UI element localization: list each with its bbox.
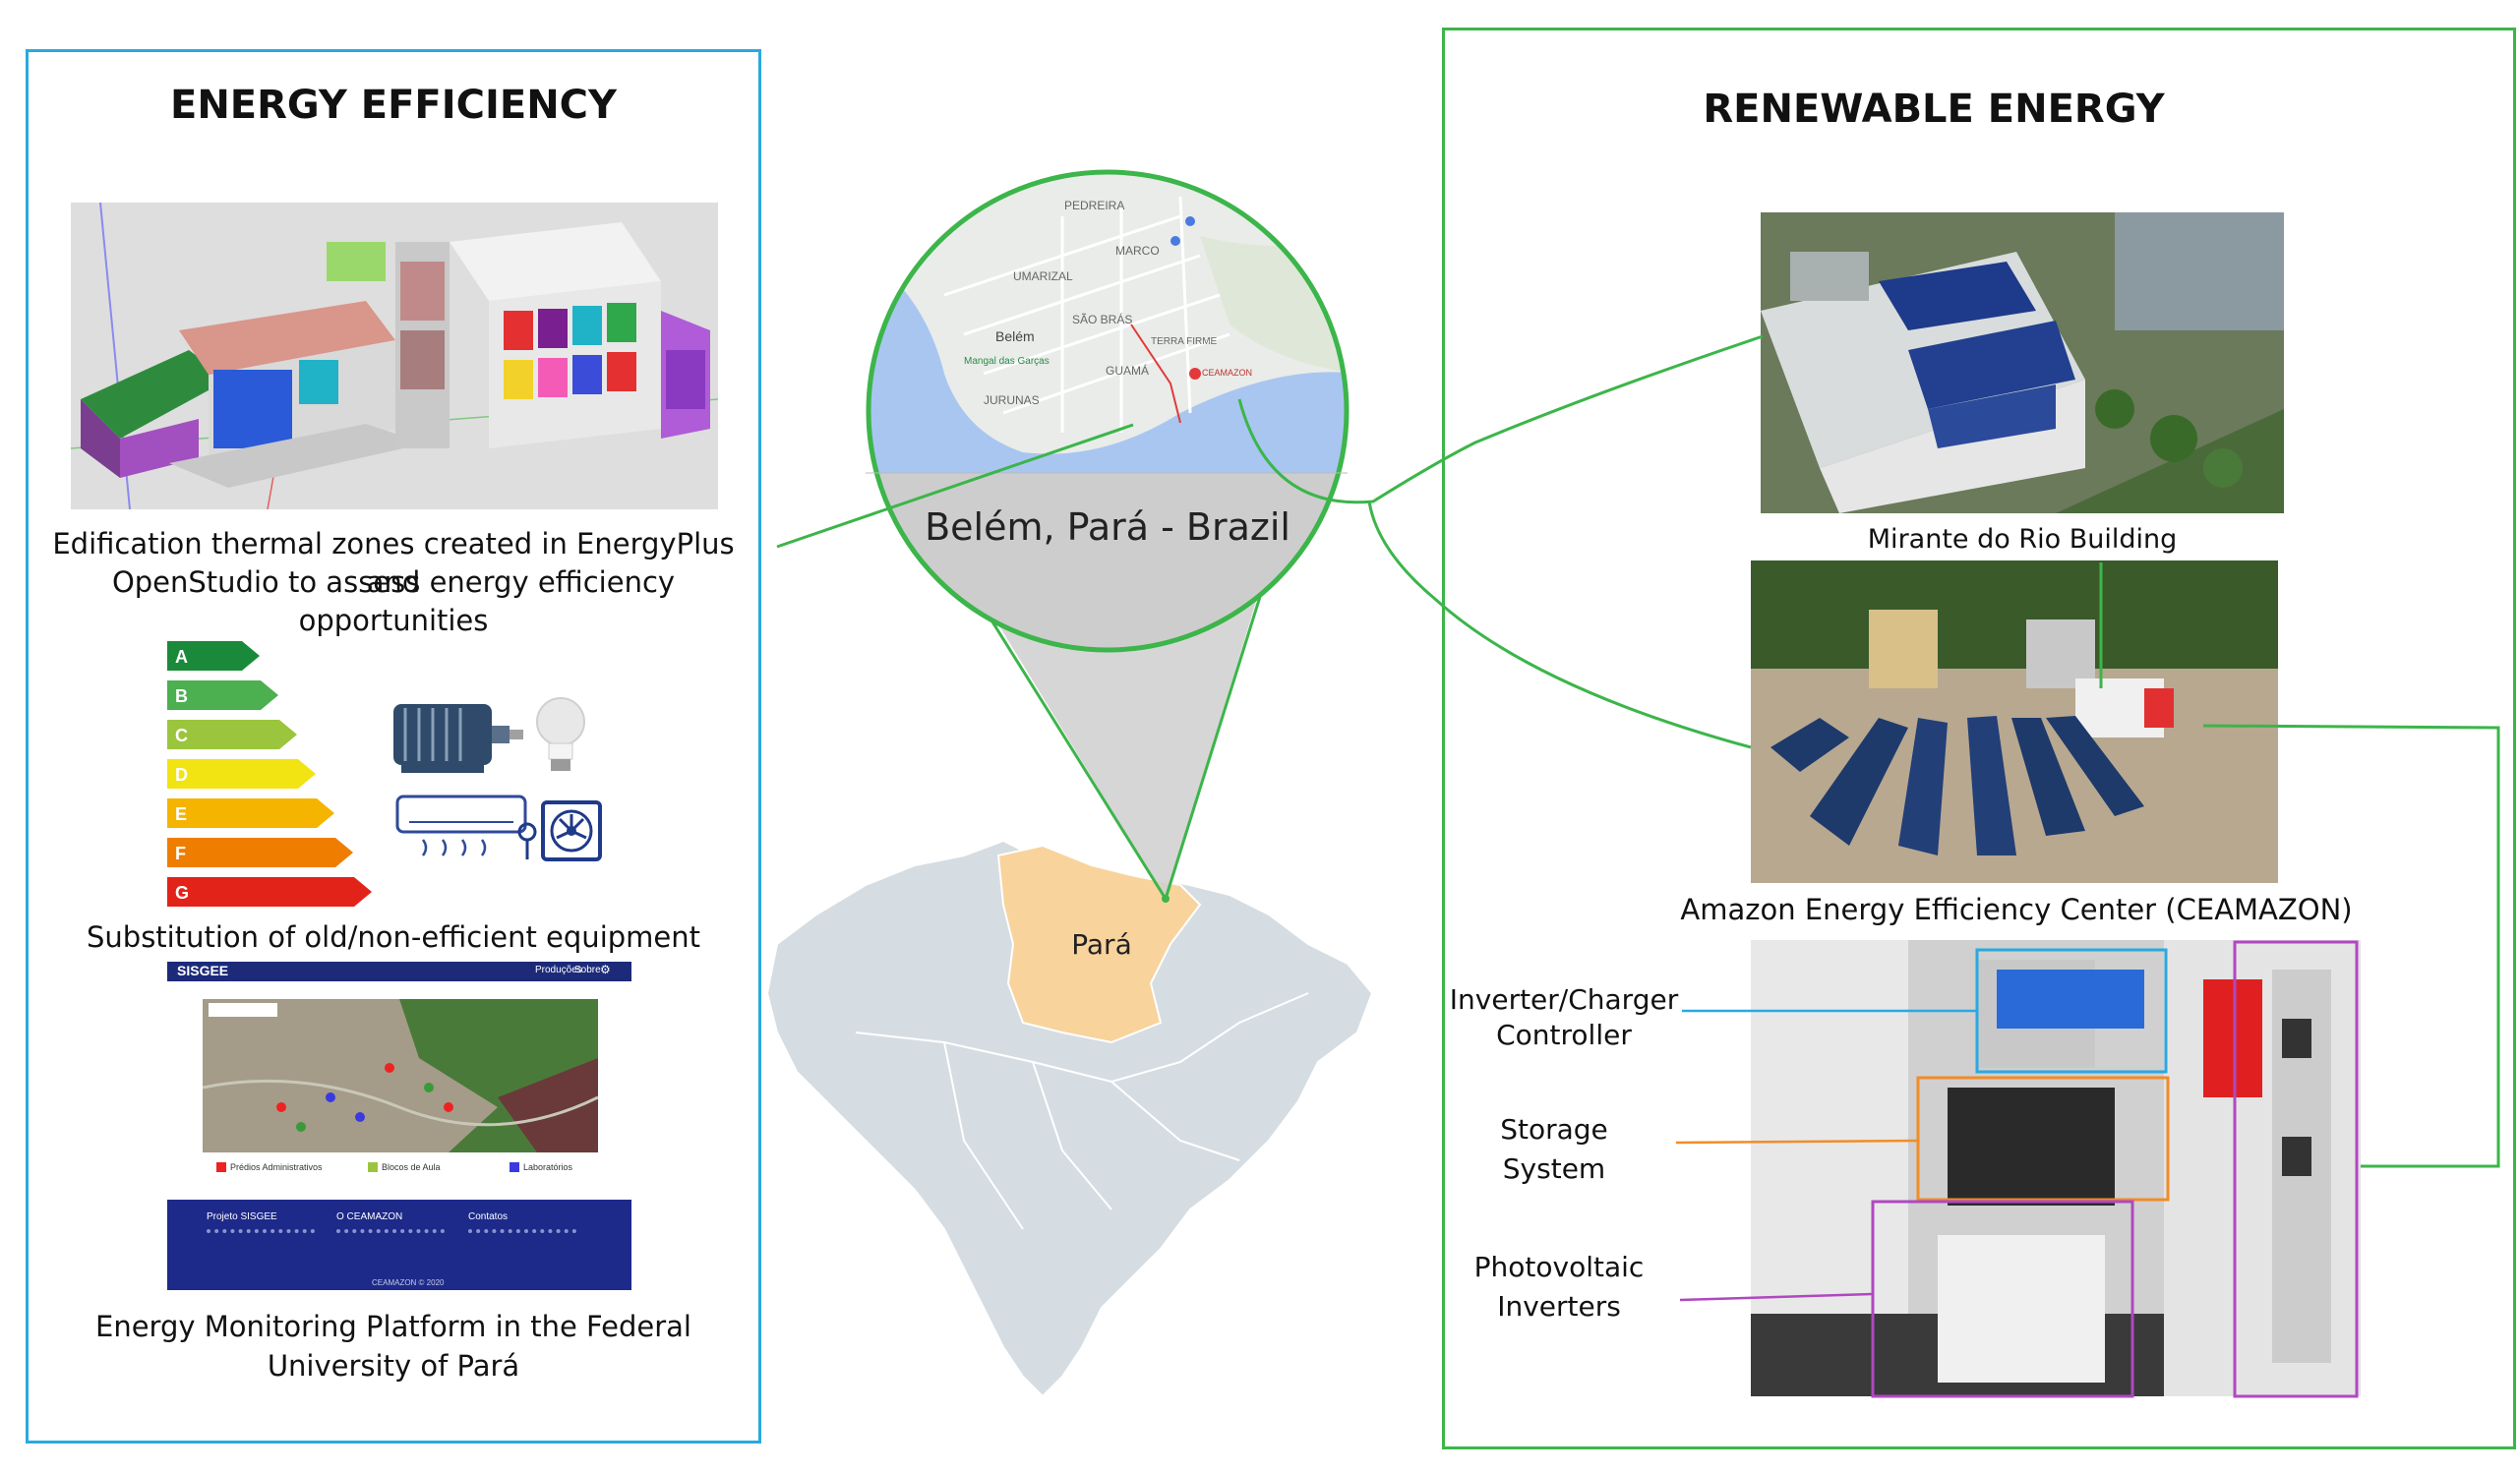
ventilation-fan-icon [517,800,602,861]
legend-admin-buildings: Prédios Administrativos [230,1162,323,1172]
renewable-energy-title: RENEWABLE ENERGY [1703,87,2165,132]
platform-logo: SISGEE [177,963,229,978]
energy-efficiency-title: ENERGY EFFICIENCY [170,83,617,128]
inverter-label-line1: Inverter/Charger [1449,983,1679,1016]
map-label-umarizal: UMARIZAL [1013,269,1073,283]
building-caption: Mirante do Rio Building [1867,524,2178,555]
platform-nav-producoes[interactable]: Produções [535,965,582,975]
container-interior-photo [1751,940,2361,1396]
energy-efficiency-panel [26,49,761,1444]
legend-lab-marker [510,1162,519,1172]
legend-classroom-blocks: Blocos de Aula [382,1162,441,1172]
ceamazon-caption: Amazon Energy Efficiency Center (CEAMAZO… [1680,893,2353,926]
platform-satellite-map[interactable] [203,999,598,1152]
footer-contatos: Contatos [468,1211,509,1222]
map-label-jurunas: JURUNAS [984,393,1040,407]
map-label-terra-firme: TERRA FIRME [1151,336,1218,347]
map-label-marco: MARCO [1115,244,1160,258]
map-label-pedreira: PEDREIRA [1064,199,1125,212]
platform-caption-line2: University of Pará [267,1349,520,1383]
electric-motor-icon [393,704,523,773]
para-state-label: Pará [1071,928,1132,961]
location-label: Belém, Pará - Brazil [925,505,1290,549]
substitution-caption: Substitution of old/non-efficient equipm… [87,920,700,954]
platform-nav-sobre[interactable]: Sobre [574,965,601,975]
storage-label-line2: System [1502,1152,1606,1185]
map-label-belem: Belém [995,328,1035,344]
pv-label-line2: Inverters [1497,1290,1621,1323]
air-conditioner-icon [395,795,527,856]
gear-icon[interactable]: ⚙ [600,963,611,976]
map-label-ceamazon: CEAMAZON [1202,368,1253,378]
legend-laboratories: Laboratórios [523,1162,573,1172]
footer-o-ceamazon: O CEAMAZON [336,1211,403,1222]
map-label-guama: GUAMÁ [1106,364,1150,378]
platform-header-bar: SISGEE Produções Sobre ⚙ [167,962,631,981]
thermal-caption-line2: OpenStudio to assess energy efficiency o… [111,565,676,637]
para-state-shape [996,844,1202,1044]
platform-caption-line1: Energy Monitoring Platform in the Federa… [95,1310,691,1343]
map-label-mangal-das-garcas: Mangal das Garças [964,356,1050,367]
storage-callout-box [1916,1076,2170,1202]
footer-copyright: CEAMAZON © 2020 [372,1278,445,1287]
inverter-label-line2: Controller [1496,1019,1632,1051]
thermal-zones-model-image [71,203,718,509]
legend-classroom-marker [368,1162,378,1172]
inverter-callout-box [1975,948,2168,1074]
legend-admin-marker [216,1162,226,1172]
footer-projeto-sisgee: Projeto SISGEE [207,1211,277,1222]
map-label-sao-bras: SÃO BRÁS [1072,313,1133,326]
renewable-energy-panel [1442,28,2516,1449]
pv-callout-box-right [2233,940,2359,1398]
light-bulb-icon [536,697,585,771]
thermal-caption-line1: Edification thermal zones created in Ene… [52,527,735,599]
ceamazon-photo [1751,560,2278,883]
mirante-do-rio-photo [1761,212,2284,513]
pv-callout-box [1871,1200,2134,1398]
pv-label-line1: Photovoltaic [1473,1251,1645,1283]
platform-footer: Projeto SISGEE O CEAMAZON Contatos CEAMA… [167,1200,631,1290]
storage-label-line1: Storage [1500,1113,1608,1146]
